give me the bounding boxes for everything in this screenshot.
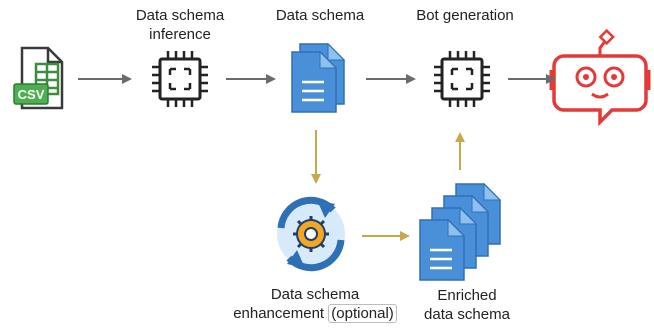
robot-head-icon [549, 28, 651, 127]
enriched-label-line2: data schema [424, 306, 510, 323]
inference-label-line2: inference [149, 26, 211, 43]
enhancement-label-line1: Data schema [270, 286, 360, 303]
optional-tag: (optional) [328, 304, 397, 323]
schema-label: Data schema [275, 7, 365, 24]
enhancement-label-line2: enhancement (optional) [220, 304, 410, 323]
enriched-label: Enriched data schema [412, 286, 522, 324]
inference-label-line1: Data schema [135, 7, 225, 24]
bot-generation-chip-icon [432, 49, 492, 109]
enriched-document-icon [418, 182, 502, 282]
bot-generation-label: Bot generation [416, 7, 514, 24]
schema-document-icon [290, 42, 346, 114]
csv-file-icon: CSV [13, 46, 64, 110]
enhancement-label: Data schema enhancement (optional) [220, 285, 410, 323]
inference-label: Data schema inference [120, 6, 240, 44]
enriched-label-line1: Enriched [437, 287, 497, 304]
enhancement-label-word: enhancement [233, 305, 325, 322]
csv-badge-text: CSV [18, 87, 45, 102]
cycle-gear-icon [277, 196, 345, 272]
inference-chip-icon [150, 49, 210, 109]
